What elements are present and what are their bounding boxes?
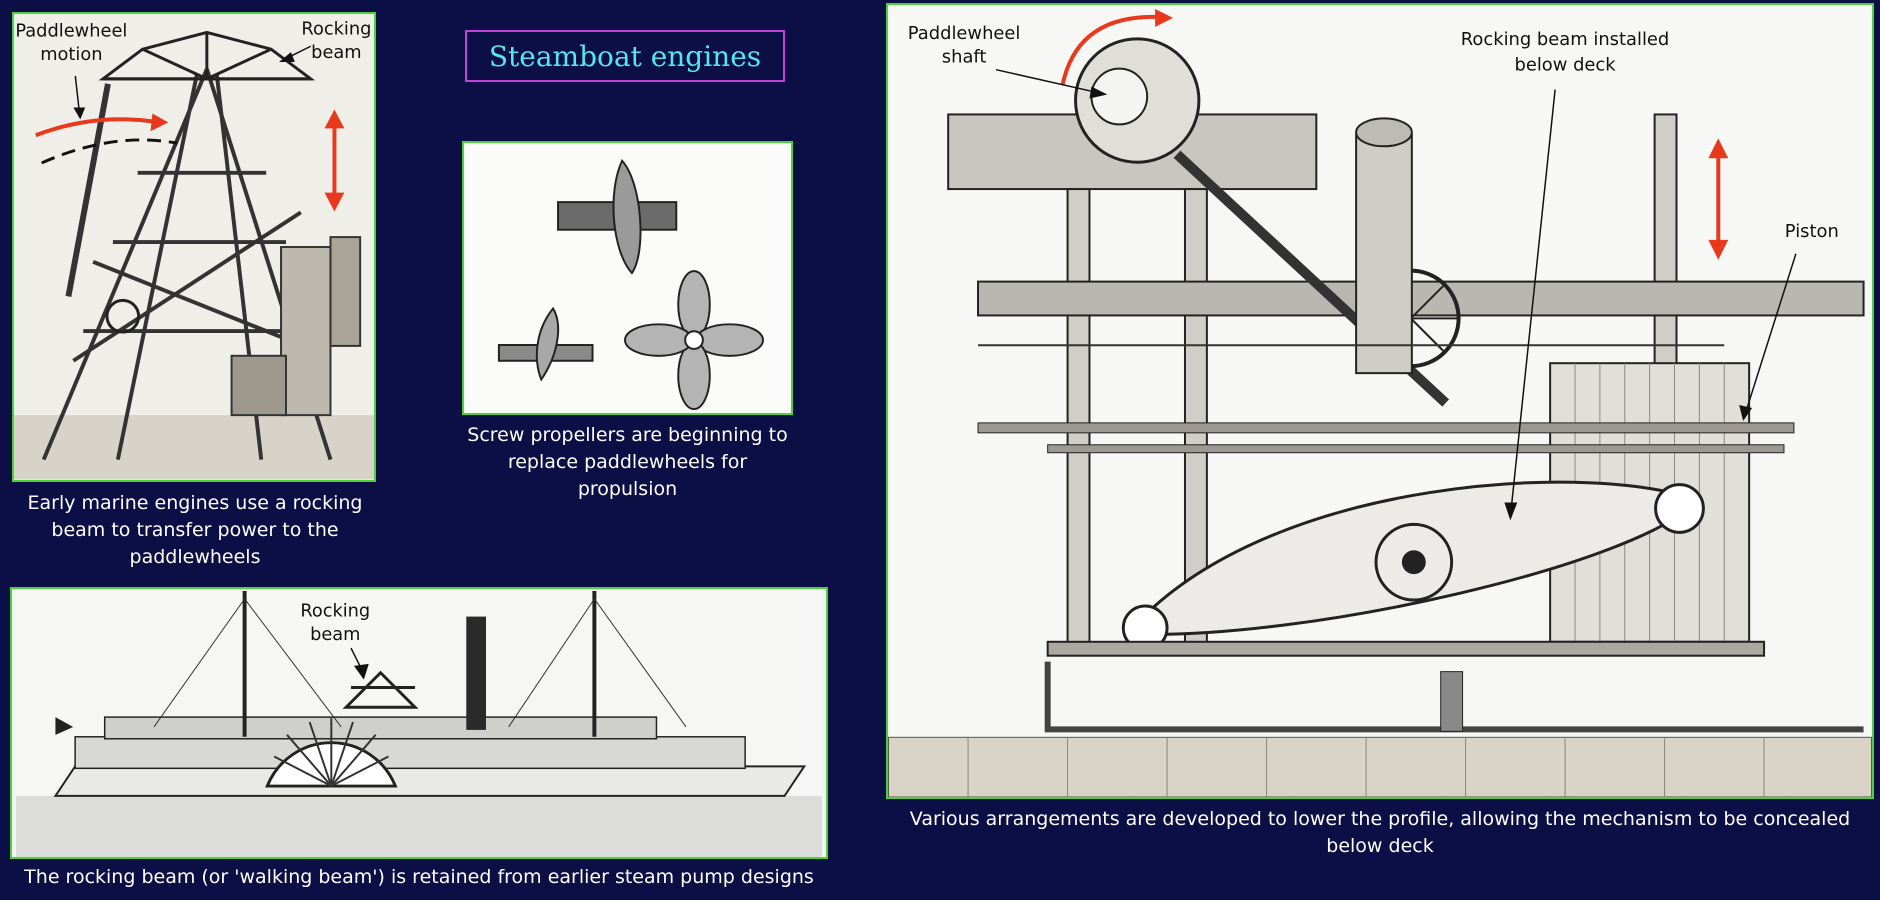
propellers-illustration [462,141,793,415]
label-paddlewheel-motion-line2: motion [40,44,102,65]
label-rocking-beam-below-line1: Rocking beam installed [1461,29,1669,50]
label-paddlewheel-shaft-line1: Paddlewheel [908,23,1021,44]
early-engine-illustration: Paddlewheel motion Rocking beam [12,12,376,482]
label-rocking-beam-photo-line1: Rocking [300,602,370,622]
steamboat-photo-caption: The rocking beam (or 'walking beam') is … [24,866,814,888]
early-engine-caption: Early marine engines use a rocking beam … [27,492,363,568]
label-rocking-beam-line2: beam [311,42,362,63]
propellers-drawing [464,143,791,413]
label-rocking-beam-line1: Rocking [301,18,371,39]
title-box: Steamboat engines [465,30,785,82]
label-rocking-beam-photo-line2: beam [310,625,360,645]
label-rocking-beam-below-line2: below deck [1514,55,1616,76]
page-title: Steamboat engines [488,39,762,73]
below-deck-engine-illustration: Paddlewheel shaft Rocking beam installed… [886,3,1874,799]
early-engine-drawing: Paddlewheel motion Rocking beam [14,14,374,480]
label-paddlewheel-shaft-line2: shaft [942,47,987,68]
steamboat-drawing: Rocking beam [16,589,822,857]
below-deck-engine-drawing: Paddlewheel shaft Rocking beam installed… [888,5,1872,797]
propellers-caption: Screw propellers are beginning to replac… [467,424,788,500]
below-deck-engine-caption: Various arrangements are developed to lo… [909,808,1851,857]
steamboat-photo: Rocking beam [10,587,828,859]
label-piston: Piston [1785,221,1839,242]
label-paddlewheel-motion-line1: Paddlewheel [15,20,127,41]
